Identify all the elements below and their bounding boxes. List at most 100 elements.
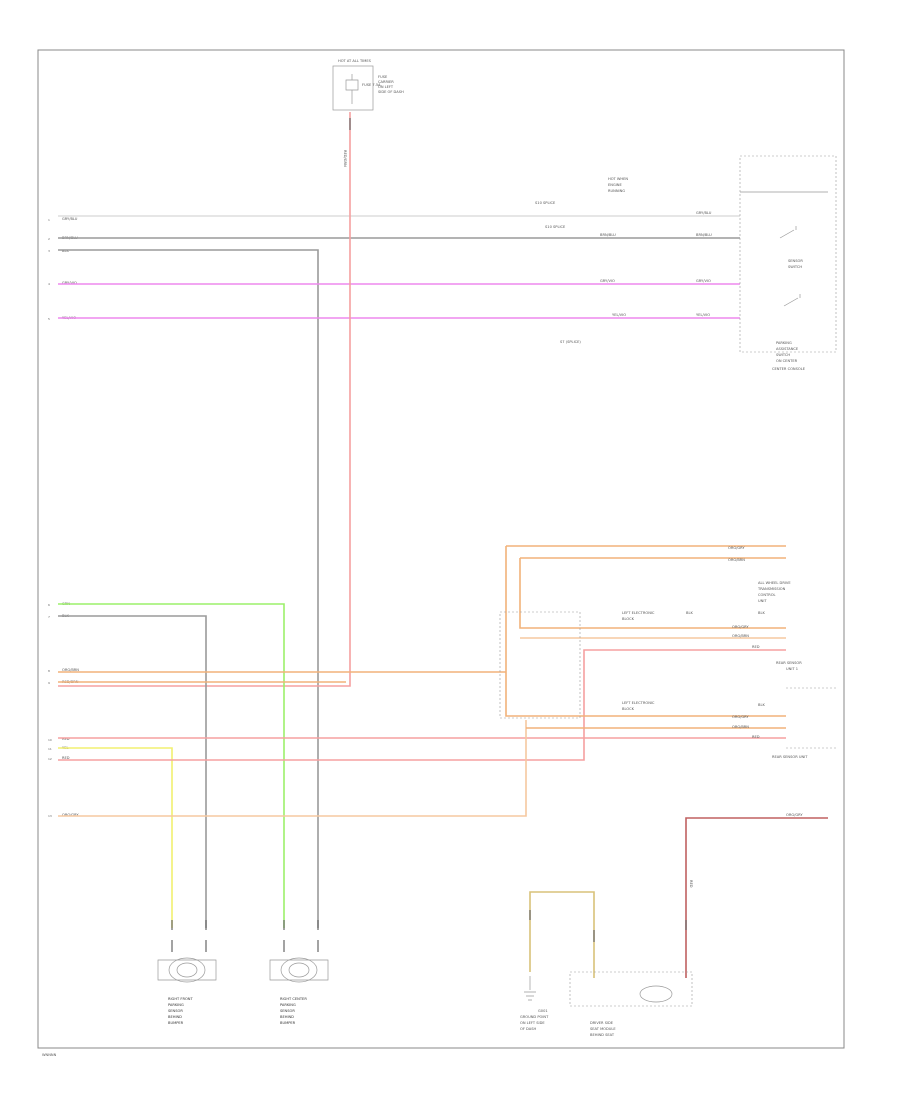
fuse-label: FUSE 7.5A [362, 83, 381, 87]
left-wire-1: GRY/BLU [62, 217, 78, 221]
switch-side-label-2: ENGINE [608, 183, 622, 187]
left-pin-4: 4 [48, 282, 50, 286]
mid-label-blk-r: BLK [758, 611, 765, 615]
left-pin-9: 9 [48, 681, 50, 685]
wires [58, 112, 828, 978]
left-pin-12: 12 [48, 757, 52, 761]
lower-block-label-1: LEFT ELECTRONIC [622, 701, 655, 705]
mid-label-blk: BLK [686, 611, 693, 615]
inline-yel-vio-a: YEL/VIO [612, 313, 626, 317]
wire-red-12 [58, 649, 786, 761]
wire-blk-down [58, 249, 319, 928]
inline-brn-blu-a: BRN/BLU [600, 233, 616, 237]
sensor1-line5: BUMPER [168, 1021, 184, 1025]
fuse-block-title-3: ON LEFT [378, 85, 394, 89]
mid-label-red: RED [752, 645, 760, 649]
sensor-switch-1: SENSOR [788, 259, 803, 263]
sensor1-line4: BEHIND [168, 1015, 182, 1019]
switch-title-2: ASSISTANCE [776, 347, 799, 351]
ground-label-4: OF DASH [520, 1027, 536, 1031]
cluster-title-2: TRANSMISSION [757, 587, 786, 591]
lower-label-red: RED [752, 735, 760, 739]
left-pin-8: 8 [48, 669, 50, 673]
ground-label-1: G001 [538, 1009, 548, 1013]
left-pin-3: 3 [48, 249, 50, 253]
wire-tan [529, 891, 595, 978]
lower-block-label-2: BLOCK [622, 707, 635, 711]
footer-code: WNNNN [42, 1053, 57, 1057]
left-wire-12: RED [62, 756, 70, 760]
seat-module-3: BEHIND SEAT [590, 1033, 615, 1037]
cluster-title-3: CONTROL [758, 593, 776, 597]
sensor1-line2: PARKING [168, 1003, 184, 1007]
bottom-sensor-1: RIGHT FRONT PARKING SENSOR BEHIND BUMPER [157, 957, 217, 1025]
top-fuse-block: HOT AT ALL TIMES FUSE 7.5A FUSE CARRIER … [332, 59, 404, 167]
sensor2-line2: PARKING [280, 1003, 296, 1007]
lower-label-blk: BLK [758, 703, 765, 707]
ground-label-3: ON LEFT SIDE [520, 1021, 545, 1025]
lower-label-org-gry: ORG/GRY [732, 715, 749, 719]
inline-brn-blu-b: BRN/BLU [696, 233, 712, 237]
fuse-wire-label: RED/GRN [343, 150, 347, 167]
bottom-right-vertical: RED [689, 880, 693, 888]
inline-yel-vio-b: YEL/VIO [696, 313, 710, 317]
left-wire-10: RED [62, 737, 70, 741]
connector-ticks [171, 118, 687, 952]
left-wire-13: ORG/GRY [62, 813, 79, 817]
sensor2-line3: SENSOR [280, 1009, 295, 1013]
cluster-title-4: UNIT [758, 599, 767, 603]
left-pin-1: 1 [48, 218, 50, 222]
wire-orange-top-b [519, 558, 786, 629]
splice-label: S10 SPLICE [545, 225, 566, 229]
sensor2-line1: RIGHT CENTER [280, 997, 307, 1001]
fuse-header: HOT AT ALL TIMES [338, 59, 372, 63]
sensor-switch-2: SWITCH [788, 265, 802, 269]
switch-title-4: ON CENTER [776, 359, 798, 363]
splice-top: S10 SPLICE [535, 201, 556, 205]
mid-label-org-brn: ORG/BRN [732, 634, 749, 638]
inline-gry-vio-a: GRY/VIO [600, 279, 615, 283]
left-pin-2: 2 [48, 237, 50, 241]
seat-module-2: SEAT MODULE [590, 1027, 616, 1031]
bottom-sensor-2: RIGHT CENTER PARKING SENSOR BEHIND BUMPE… [269, 957, 329, 1025]
switch-module: HOT WHEN ENGINE RUNNING S10 SPLICE S10 S… [535, 155, 837, 371]
ground-label-2: GROUND POINT [520, 1015, 549, 1019]
inline-gry-blu: GRY/BLU [696, 211, 712, 215]
cluster-top-label-1: ORG/GRY [728, 546, 745, 550]
switch-side-label-3: RUNNING [608, 189, 625, 193]
wire-red-fuse [58, 112, 351, 687]
left-wire-8: ORG/BRN [62, 668, 79, 672]
left-pin-6: 6 [48, 603, 50, 607]
mid-label-org-gry: ORG/GRY [732, 625, 749, 629]
sensor1-line1: RIGHT FRONT [168, 997, 193, 1001]
left-block-label-2: BLOCK [622, 617, 635, 621]
left-wire-labels: 1 GRY/BLU 2 BRN/BLU 3 BLK 4 GRY/VIO 5 YE… [48, 217, 79, 818]
bottom-right-wire-label: ORG/GRY [786, 813, 803, 817]
wire-orange-top-a [505, 546, 786, 717]
left-wire-4: GRY/VIO [62, 281, 77, 285]
seat-module-1: DRIVER SIDE [590, 1021, 614, 1025]
sensor1-line3: SENSOR [168, 1009, 183, 1013]
left-pin-13: 13 [48, 814, 52, 818]
splice-bottom: S7 (SPLICE) [560, 340, 581, 344]
inline-gry-vio-b: GRY/VIO [696, 279, 711, 283]
rear-sensor-1: REAR SENSOR [776, 661, 802, 665]
sensor-cluster: ORG/GRY ORG/BRN ALL WHEEL DRIVE TRANSMIS… [499, 546, 836, 759]
cluster-top-label-2: ORG/BRN [728, 558, 745, 562]
rear-sensor-2: UNIT 1 [786, 667, 798, 671]
wire-yel-11 [58, 747, 173, 928]
left-pin-5: 5 [48, 317, 50, 321]
wire-org-gry-13 [58, 720, 527, 817]
wire-black [58, 615, 207, 928]
left-pin-11: 11 [48, 747, 52, 751]
fuse-block-title-2: CARRIER [378, 80, 394, 84]
left-wire-3: BLK [62, 249, 69, 253]
cluster-title-1: ALL WHEEL DRIVE [758, 581, 791, 585]
fuse-block-title-1: FUSE [378, 75, 388, 79]
left-pin-7: 7 [48, 615, 50, 619]
left-block-label-1: LEFT ELECTRONIC [622, 611, 655, 615]
left-pin-10: 10 [48, 738, 52, 742]
wire-dark-red [685, 817, 828, 978]
lower-label-org-brn: ORG/BRN [732, 725, 749, 729]
